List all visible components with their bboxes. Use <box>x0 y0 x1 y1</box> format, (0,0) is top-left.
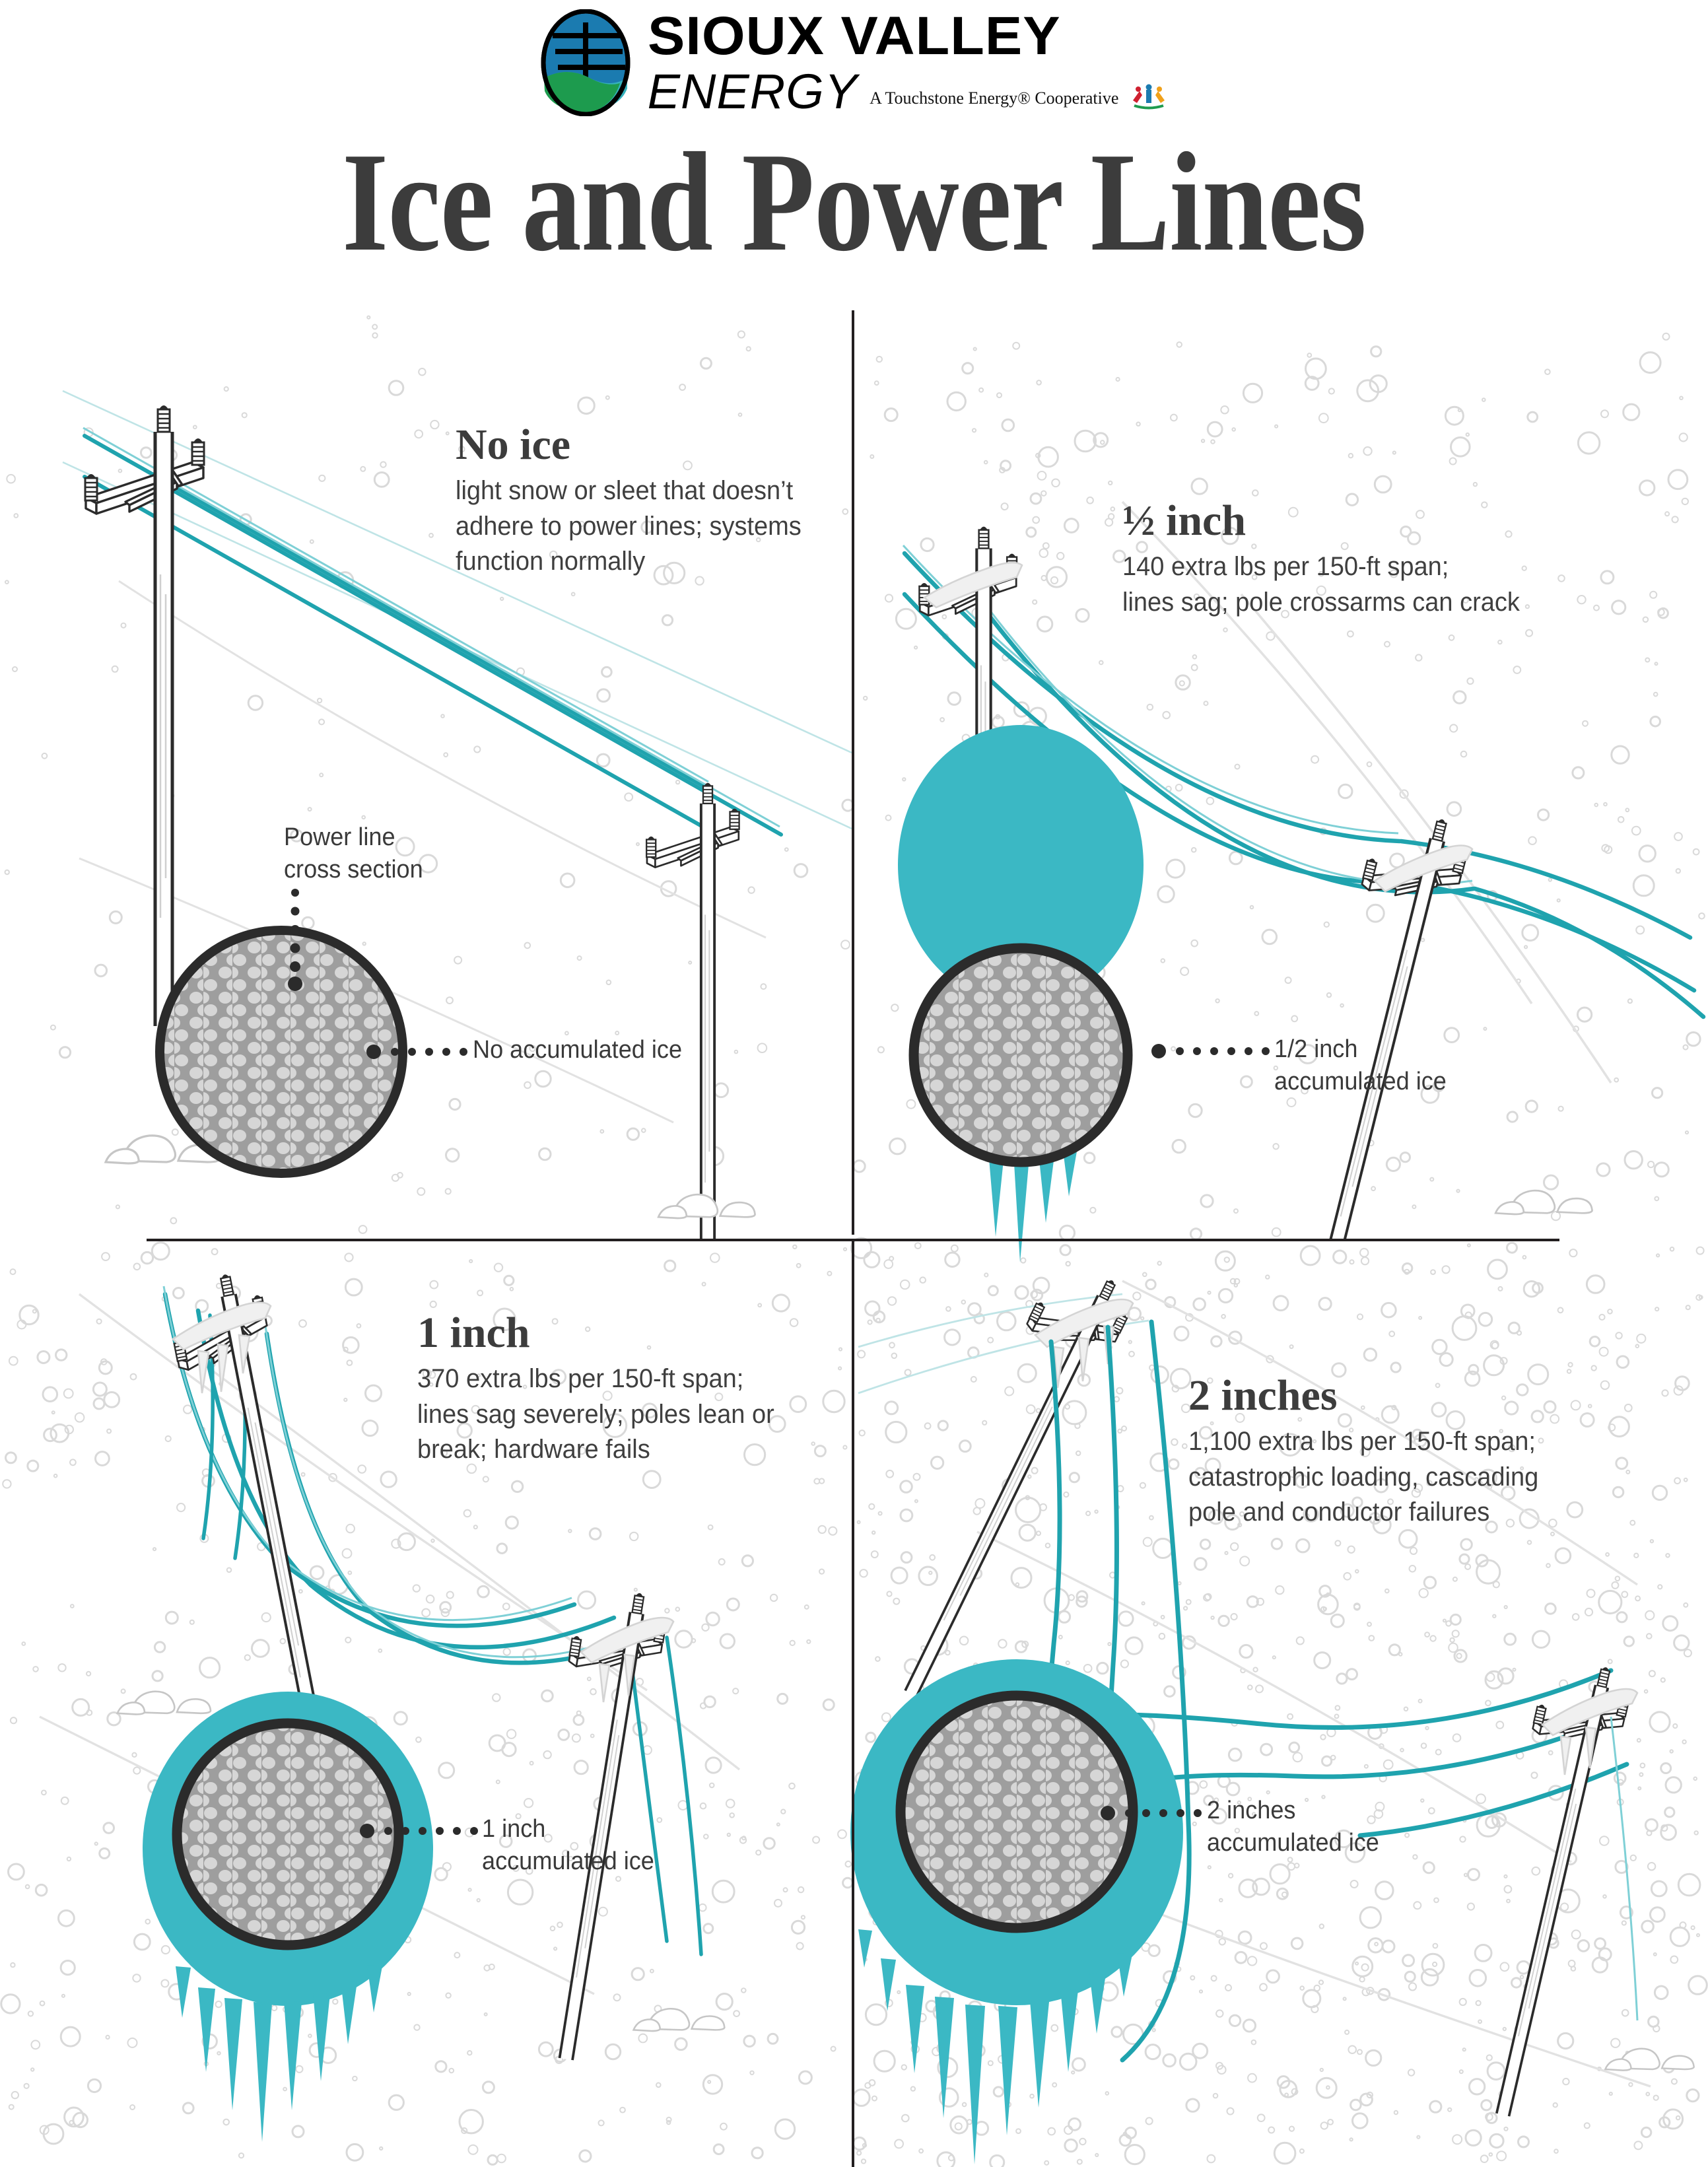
panel-noice-text: No ice light snow or sleet that doesn’t … <box>456 423 825 579</box>
callout-cross-section-note: Power line cross section <box>284 823 423 884</box>
panel-noice-heading: No ice <box>456 421 571 469</box>
leader-two <box>1101 1806 1202 1820</box>
callout-one-label: 1 inch accumulated ice <box>482 1815 654 1876</box>
page-title: Ice and Power Lines <box>342 123 1367 281</box>
panel-illustration-half <box>902 500 1706 1309</box>
panel-half-text: ½ inch 140 extra lbs per 150-ft span; li… <box>1122 499 1558 620</box>
brand-header: SIOUX VALLEY ENERGY A Touchstone Energy®… <box>0 0 1708 125</box>
panel-half-body: 140 extra lbs per 150-ft span; lines sag… <box>1122 552 1520 617</box>
panel-half-heading: ½ inch <box>1122 497 1247 545</box>
leader-cross-section <box>288 889 302 991</box>
panel-one-text: 1 inch 370 extra lbs per 150-ft span; li… <box>417 1311 807 1467</box>
panel-one-body: 370 extra lbs per 150-ft span; lines sag… <box>417 1364 774 1464</box>
touchstone-tagline: A Touchstone Energy® Cooperative <box>870 88 1119 108</box>
leader-noice <box>366 1045 467 1059</box>
divider-vertical-top <box>852 310 854 1235</box>
cross-section-one <box>143 1692 433 2142</box>
divider-vertical-bottom <box>852 1239 854 2167</box>
panel-two-text: 2 inches 1,100 extra lbs per 150-ft span… <box>1188 1373 1585 1530</box>
panel-two-body: 1,100 extra lbs per 150-ft span; catastr… <box>1188 1427 1539 1527</box>
panel-two-heading: 2 inches <box>1188 1371 1338 1420</box>
cross-section-noice <box>155 926 407 1178</box>
panel-noice-body: light snow or sleet that doesn’t adhere … <box>456 476 802 576</box>
brand-name-secondary: ENERGY <box>647 64 858 119</box>
cross-section-two <box>850 1659 1183 2164</box>
cross-section-half <box>898 725 1144 1262</box>
sioux-valley-logo-icon <box>541 9 631 117</box>
brand-name-primary: SIOUX VALLEY <box>647 6 1061 66</box>
panel-one-heading: 1 inch <box>417 1309 530 1357</box>
leader-one <box>360 1824 478 1838</box>
leader-half <box>1151 1044 1270 1058</box>
callout-half-label: 1/2 inch accumulated ice <box>1274 1035 1447 1096</box>
callout-two-label: 2 inches accumulated ice <box>1207 1797 1379 1857</box>
touchstone-people-icon <box>1133 84 1165 110</box>
callout-noice-label: No accumulated ice <box>473 1036 683 1064</box>
